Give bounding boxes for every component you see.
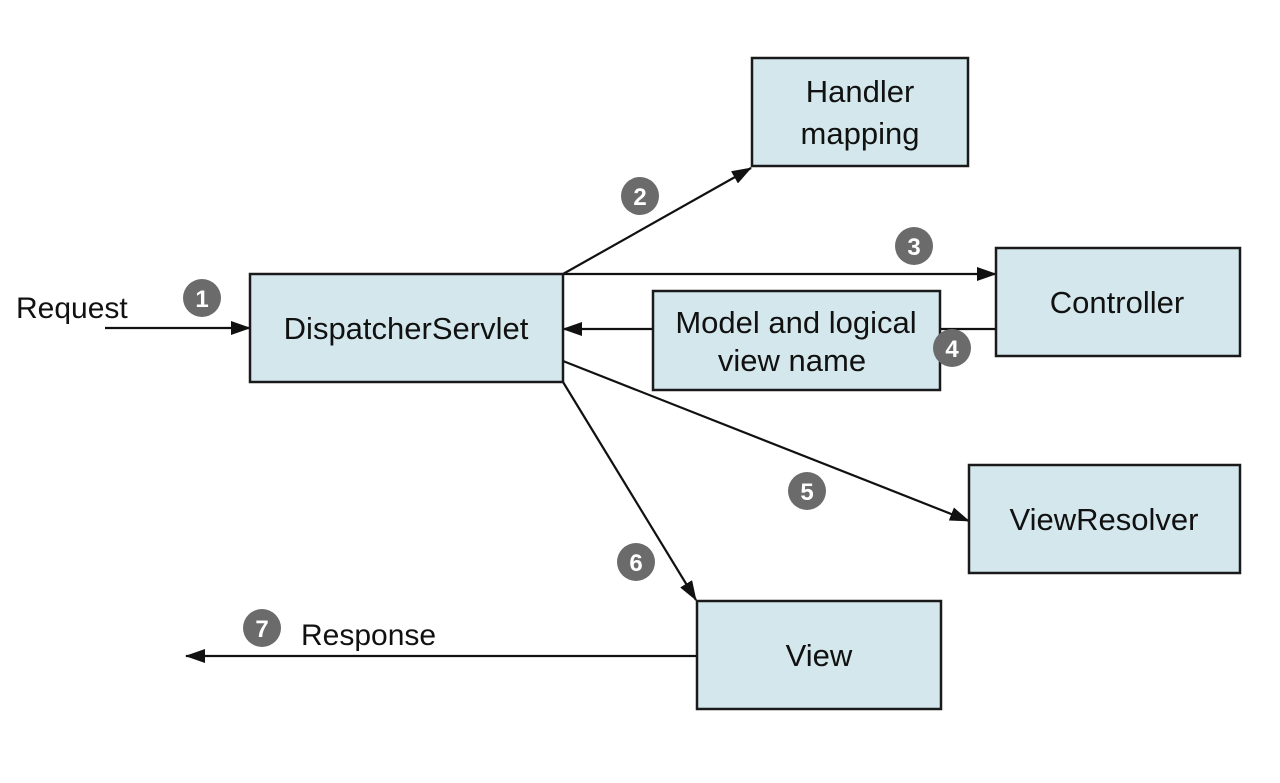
response-label: Response (301, 619, 436, 652)
controller-box: Controller (994, 246, 1242, 358)
step-badge-5: 5 (788, 472, 826, 510)
view-resolver-label: ViewResolver (1010, 502, 1199, 537)
step-badge-6: 6 (617, 543, 655, 581)
handler-mapping-box: Handler mapping (750, 56, 970, 168)
arrow-to-view (562, 381, 697, 601)
view-label: View (786, 638, 853, 673)
step-number-2: 2 (633, 184, 646, 211)
connectors (105, 167, 997, 663)
model-and-view-label-line-2: view name (718, 343, 866, 378)
step-number-6: 6 (629, 550, 642, 577)
step-number-7: 7 (255, 616, 268, 643)
step-number-3: 3 (907, 234, 920, 261)
step-badge-2: 2 (621, 177, 659, 215)
handler-mapping-label-line-1: Handler (806, 74, 915, 109)
model-and-view-label-line-1: Model and logical (675, 305, 916, 340)
handler-mapping-label-line-2: mapping (801, 116, 920, 151)
arrow-to-view-resolver (562, 359, 970, 523)
step-number-5: 5 (800, 479, 813, 506)
dispatcher-servlet-label: DispatcherServlet (284, 311, 529, 346)
view-resolver-box: ViewResolver (967, 463, 1242, 575)
request-label: Request (16, 292, 128, 325)
step-badge-4: 4 (933, 329, 971, 367)
step-badge-3: 3 (895, 227, 933, 265)
arrow-to-handler-mapping (562, 167, 752, 275)
step-number-1: 1 (195, 286, 208, 313)
model-and-view-name-box: Model and logical view name (651, 289, 942, 392)
controller-label: Controller (1050, 285, 1184, 320)
step-number-4: 4 (945, 336, 959, 363)
step-badge-1: 1 (183, 279, 221, 317)
view-box: View (695, 599, 943, 711)
dispatcher-servlet-box: DispatcherServlet (248, 272, 565, 384)
step-badge-7: 7 (243, 609, 281, 647)
